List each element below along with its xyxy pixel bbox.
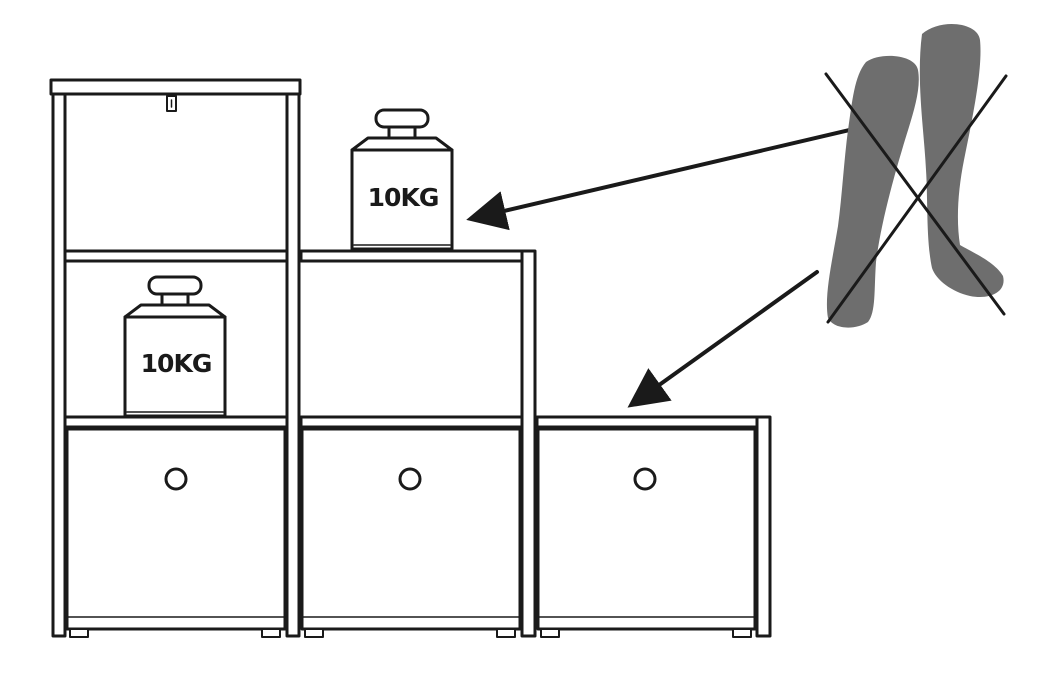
prohibited-cross-icon (824, 72, 1008, 324)
storage-box-right (536, 427, 757, 631)
middle-shelf-unit (299, 249, 537, 638)
tall-shelf-unit (49, 78, 302, 638)
storage-box-left (65, 427, 287, 631)
legs-icon (826, 23, 1004, 328)
low-shelf-unit (535, 415, 772, 638)
weight-label-top: 10KG (368, 183, 439, 212)
weight-label-middle: 10KG (141, 349, 212, 378)
arrow-to-low-unit (627, 270, 819, 408)
finger-hole-left (164, 467, 188, 491)
weight-middle (123, 275, 227, 418)
weight-top (350, 108, 454, 251)
arrow-to-top-weight (466, 126, 860, 231)
finger-hole-right (633, 467, 657, 491)
storage-box-middle (300, 427, 522, 631)
finger-hole-middle (398, 467, 422, 491)
